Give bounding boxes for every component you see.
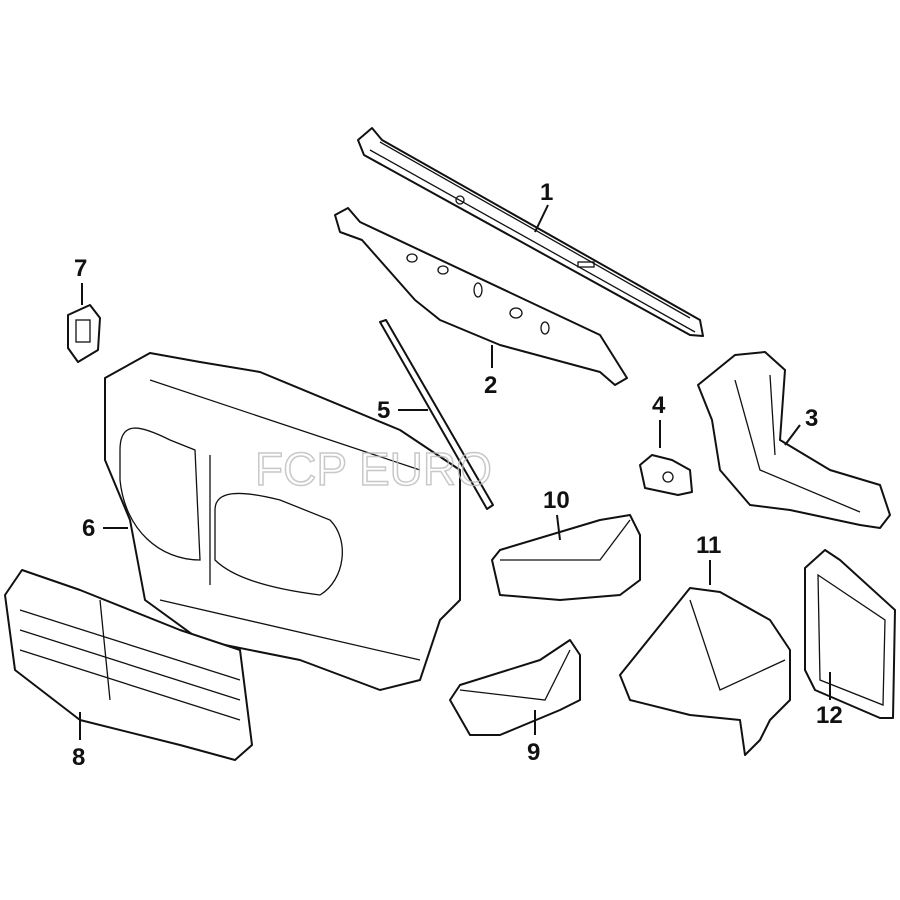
callout-2: 2 xyxy=(484,372,497,399)
callout-12: 12 xyxy=(816,702,843,729)
part-5-rod[interactable] xyxy=(379,319,494,510)
watermark: FCP EURO xyxy=(255,443,492,495)
part-11-air-guide[interactable] xyxy=(619,587,791,756)
callout-1: 1 xyxy=(540,179,553,206)
callout-11: 11 xyxy=(696,532,721,559)
leader-lines xyxy=(79,204,831,740)
callout-5: 5 xyxy=(377,397,390,424)
part-8-lower-grille[interactable] xyxy=(4,569,253,761)
callout-7: 7 xyxy=(74,255,87,282)
part-4-bracket[interactable] xyxy=(639,454,693,496)
callout-9: 9 xyxy=(527,739,540,766)
part-6-shroud-frame[interactable] xyxy=(104,352,461,691)
part-10-upper-duct[interactable] xyxy=(491,514,641,601)
callout-6: 6 xyxy=(82,515,95,542)
part-3-air-duct[interactable] xyxy=(697,351,891,529)
part-2-cover-panel[interactable] xyxy=(334,207,628,386)
callout-4: 4 xyxy=(652,392,666,419)
callout-10: 10 xyxy=(543,487,570,514)
part-7-clip[interactable] xyxy=(67,304,101,363)
part-9-lower-duct[interactable] xyxy=(449,639,581,736)
callout-3: 3 xyxy=(805,405,818,432)
part-12-seal-frame[interactable] xyxy=(804,549,896,719)
callout-8: 8 xyxy=(72,744,85,771)
part-1-upper-support[interactable] xyxy=(357,127,704,337)
